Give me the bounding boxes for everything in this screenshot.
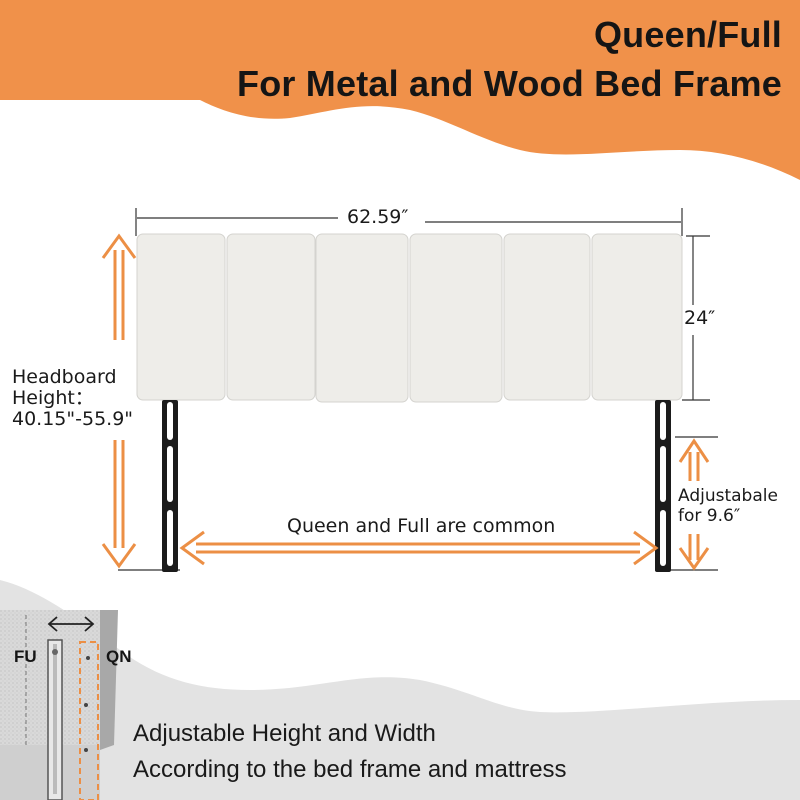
adjustable-line1: Adjustabale [678,486,778,506]
panel-6 [591,233,683,401]
bracket-detail-image [0,610,118,800]
headboard-height-line1: Headboard [12,366,117,388]
title-line-2: For Metal and Wood Bed Frame [237,63,782,104]
width-label: 62.59″ [347,206,409,228]
panel-height-label: 24″ [684,307,716,329]
headboard-height-arrow [101,233,137,569]
panel-4 [409,233,503,403]
adjustable-line2: for 9.6″ [678,506,741,526]
headboard-panels [136,233,683,403]
left-leg [162,400,178,572]
width-dimension [135,208,683,236]
panel-5 [503,233,591,401]
adjustable-up-arrow [678,438,710,481]
right-leg [655,400,671,572]
headboard-height-label: Headboard Height： 40.15"-55.9" [12,367,133,430]
panel-3 [315,233,409,403]
grey-footer-wave [0,580,800,800]
common-label: Queen and Full are common [287,515,556,537]
common-width-arrow [179,530,659,566]
panel-height-dimension [682,235,710,401]
title-line-1: Queen/Full [593,14,782,55]
headboard-height-line2: Height： [12,387,94,409]
queen-label: QN [106,647,132,666]
adjustable-range-lines [118,436,718,571]
adjustable-down-arrow [678,534,710,571]
panel-2 [226,233,316,401]
headboard-height-line3: 40.15"-55.9" [12,408,134,430]
panel-1 [136,233,226,401]
width-adjust-arrow-icon [47,616,95,632]
footer-line-1: Adjustable Height and Width [133,720,436,747]
orange-banner-wave [0,0,800,180]
adjustable-label: Adjustabale for 9.6″ [678,486,778,526]
footer-line-2: According to the bed frame and mattress [133,756,567,783]
full-label: FU [14,647,37,666]
